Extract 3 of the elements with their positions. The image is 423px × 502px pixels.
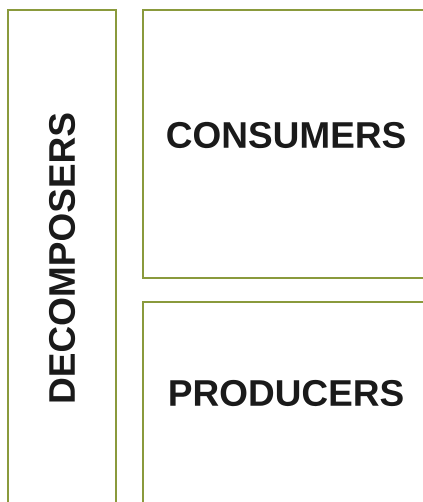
- panel-box: CONSUMERS: [142, 9, 423, 279]
- column-box: DECOMPOSERS: [7, 9, 117, 502]
- panel-box: PRODUCERS: [142, 301, 423, 502]
